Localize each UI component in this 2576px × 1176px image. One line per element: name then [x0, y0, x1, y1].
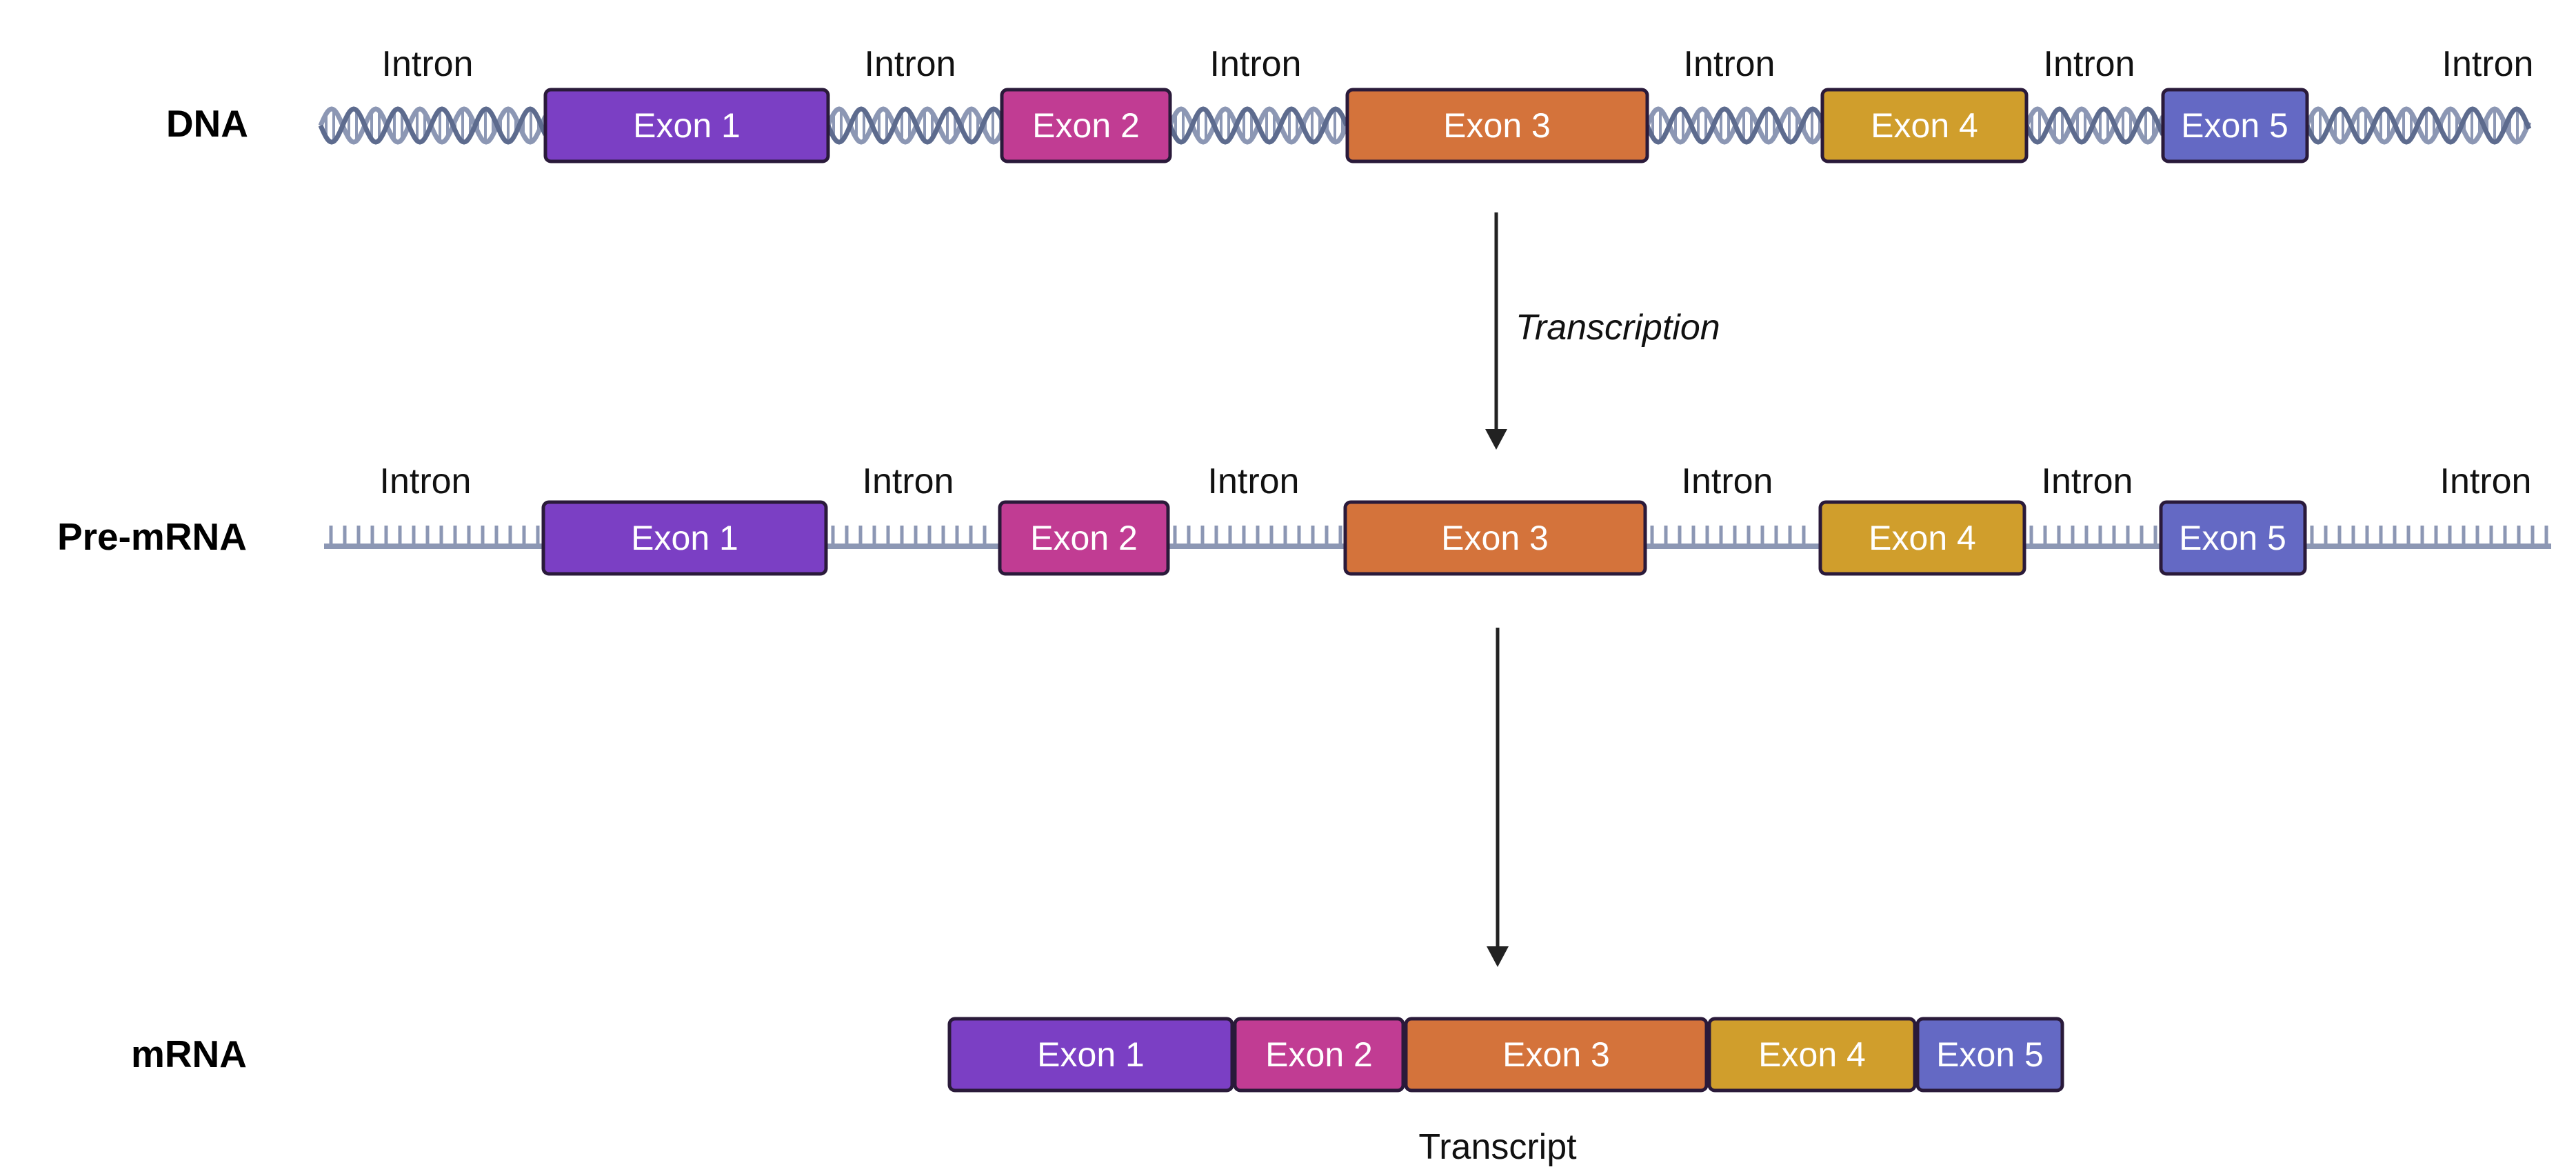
intron-label: Intron	[380, 461, 472, 501]
exon-label: Exon 4	[1871, 106, 1978, 145]
exon-label: Exon 3	[1441, 519, 1549, 557]
pre-mrna-exon-5: Exon 5	[2159, 500, 2307, 576]
exon-label: Exon 2	[1265, 1035, 1373, 1074]
dna-backbone	[825, 106, 1005, 145]
pre-mrna-exon-2: Exon 2	[998, 500, 1170, 576]
dna-exon-1: Exon 1	[543, 88, 830, 163]
mrna-exon-3: Exon 3	[1404, 1017, 1709, 1093]
transcript-label: Transcript	[1418, 1127, 1577, 1167]
exon-label: Exon 1	[633, 106, 741, 145]
mrna-exon-5: Exon 5	[1915, 1017, 2064, 1093]
pre-mrna-intron-labels: Intron Intron Intron Intron Intron Intro…	[380, 461, 2532, 501]
transcription-label: Transcription	[1516, 308, 1720, 348]
exon-label: Exon 5	[2181, 106, 2288, 145]
exon-label: Exon 1	[631, 519, 738, 557]
splicing-arrow	[1487, 628, 1509, 967]
exon-label: Exon 3	[1443, 106, 1551, 145]
transcription-arrow	[1485, 212, 1507, 450]
dna-backbone	[2304, 106, 2532, 145]
dna-exon-2: Exon 2	[1000, 88, 1172, 163]
exon-label: Exon 2	[1030, 519, 1138, 557]
intron-label: Intron	[2044, 44, 2135, 84]
dna-backbone	[318, 106, 548, 145]
exon-label: Exon 2	[1032, 106, 1140, 145]
mrna-exon-4: Exon 4	[1707, 1017, 1917, 1093]
row-label-dna: DNA	[166, 102, 248, 145]
exon-label: Exon 5	[2179, 519, 2286, 557]
dna-backbone	[1644, 106, 1825, 145]
intron-label: Intron	[1210, 44, 1302, 84]
pre-mrna-exon-3: Exon 3	[1343, 500, 1647, 576]
dna-exon-3: Exon 3	[1345, 88, 1649, 163]
exon-label: Exon 4	[1758, 1035, 1866, 1074]
intron-label: Intron	[382, 44, 474, 84]
dna-helix-strand	[318, 106, 2532, 145]
exon-label: Exon 4	[1869, 519, 1976, 557]
mrna-exon-1: Exon 1	[947, 1017, 1234, 1093]
dna-backbone	[2024, 106, 2166, 145]
intron-label: Intron	[2442, 44, 2534, 84]
mrna-exon-2: Exon 2	[1233, 1017, 1405, 1093]
intron-label: Intron	[1682, 461, 1773, 501]
intron-label: Intron	[2440, 461, 2532, 501]
exon-label: Exon 5	[1936, 1035, 2044, 1074]
row-label-pre-mrna: Pre-mRNA	[57, 515, 247, 558]
dna-exon-4: Exon 4	[1820, 88, 2029, 163]
exon-label: Exon 1	[1037, 1035, 1145, 1074]
dna-backbone	[825, 106, 1005, 145]
pre-mrna-exon-4: Exon 4	[1818, 500, 2026, 576]
pre-mrna-exon-1: Exon 1	[541, 500, 828, 576]
intron-label: Intron	[1684, 44, 1775, 84]
intron-label: Intron	[1208, 461, 1300, 501]
dna-intron-labels: Intron Intron Intron Intron Intron Intro…	[382, 44, 2534, 84]
pre-mrna-strand	[324, 526, 2551, 549]
intron-label: Intron	[2042, 461, 2133, 501]
intron-label: Intron	[865, 44, 956, 84]
dna-exon-5: Exon 5	[2161, 88, 2309, 163]
exon-label: Exon 3	[1502, 1035, 1610, 1074]
row-label-mrna: mRNA	[131, 1033, 247, 1075]
intron-label: Intron	[863, 461, 954, 501]
dna-backbone	[1167, 106, 1349, 145]
dna-backbone	[318, 106, 548, 145]
